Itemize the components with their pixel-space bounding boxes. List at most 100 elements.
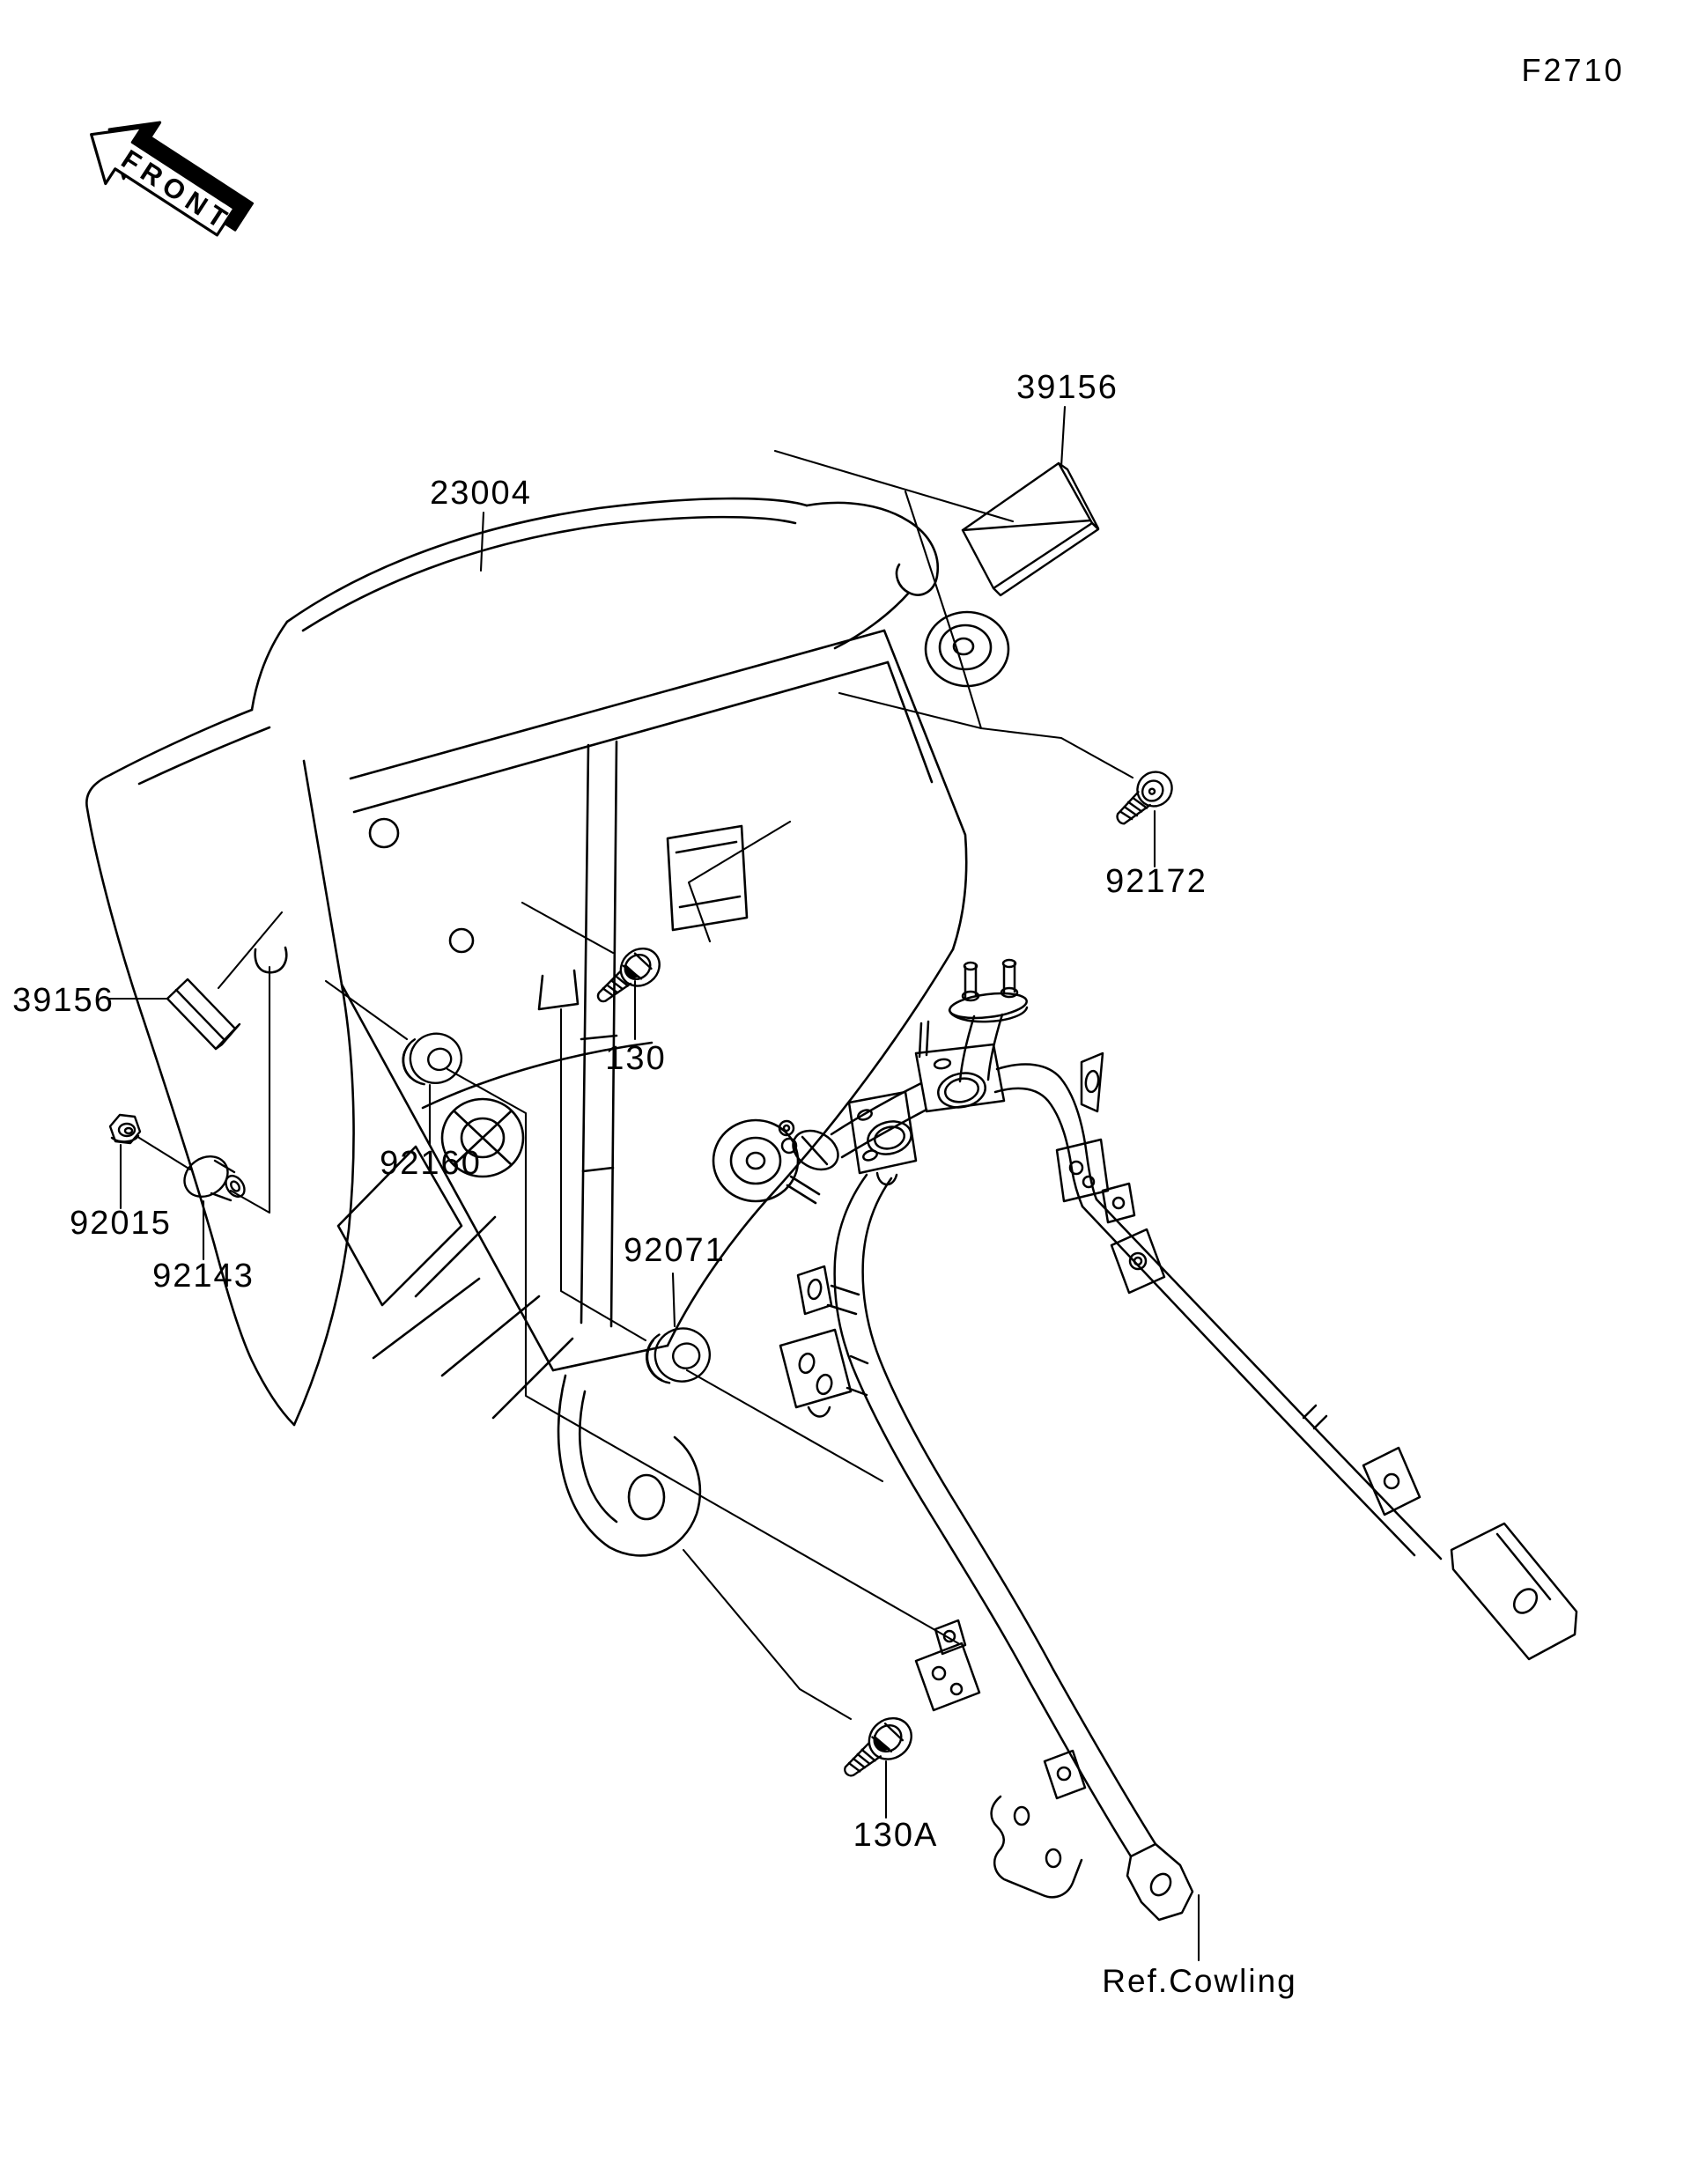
line-art-stroke (581, 1166, 615, 1173)
line-art-stroke (846, 1354, 869, 1397)
line-art-stroke (619, 947, 661, 987)
line-art-stroke (867, 1120, 912, 1155)
line-art-stroke (624, 963, 640, 979)
line-art-stroke (961, 519, 1092, 532)
line-art-stroke (1383, 1472, 1400, 1490)
bolt-130a-drawing (844, 1716, 912, 1777)
line-art-stroke (1116, 791, 1152, 825)
line-art-stroke (137, 726, 271, 786)
part-labels: 23004 39156 92172 130 39156 92015 92143 … (12, 369, 1296, 1999)
line-art-stroke (1141, 779, 1164, 802)
line-art-stroke (949, 1682, 964, 1696)
line-art-stroke (1045, 1848, 1062, 1869)
line-art-stroke (1111, 1196, 1126, 1210)
line-art-stroke (805, 501, 940, 596)
leader-92172-b (838, 691, 983, 730)
line-art-stroke (646, 1347, 656, 1376)
line-art-stroke (440, 1295, 541, 1377)
leader-92015-diag (137, 1136, 192, 1171)
line-art-stroke (580, 743, 590, 1324)
part-label-130: 130 (605, 1040, 666, 1077)
line-art-stroke (427, 1047, 453, 1072)
line-art-stroke (844, 1742, 882, 1777)
headlamp-unit-drawing (85, 497, 1010, 1557)
line-art-stroke (453, 1110, 513, 1166)
line-art-stroke (675, 840, 738, 854)
line-art-stroke (1082, 1175, 1096, 1189)
line-art-stroke (789, 1175, 821, 1196)
screw-92172-drawing (1116, 771, 1173, 825)
bolt-130-drawing (596, 947, 661, 1003)
leader-39156-left-attach (217, 911, 284, 990)
line-art-stroke (1126, 801, 1143, 813)
leader-92172-c (979, 727, 1134, 779)
line-art-stroke (914, 1043, 1006, 1113)
line-art-stroke (654, 1327, 712, 1383)
line-art-stroke (779, 1328, 853, 1409)
leader-39156-upper-attach (773, 449, 1015, 523)
line-art-stroke (633, 952, 653, 970)
part-label-130a: 130A (853, 1817, 939, 1854)
line-art-stroke (624, 954, 652, 980)
line-art-stroke (1027, 1679, 1133, 1858)
line-art-stroke (847, 1090, 918, 1175)
line-art-stroke (606, 984, 619, 994)
line-art-stroke (874, 1125, 905, 1150)
leader-lines (106, 405, 1200, 1962)
line-art-stroke (862, 1149, 878, 1162)
line-art-stroke (1133, 1256, 1143, 1266)
line-art-stroke (873, 1724, 903, 1752)
line-art-stroke (602, 987, 615, 998)
leader-130a-a (682, 1548, 853, 1721)
line-art-stroke (117, 1122, 137, 1138)
line-art-stroke (557, 1374, 702, 1557)
line-art-stroke (183, 1155, 229, 1198)
line-art-stroke (931, 1665, 947, 1681)
line-art-stroke (551, 1344, 669, 1372)
leader-130-a (521, 901, 615, 955)
line-art-stroke (801, 1135, 829, 1166)
line-art-stroke (402, 1050, 411, 1079)
line-art-stroke (302, 759, 343, 986)
line-art-stroke (1495, 1532, 1552, 1601)
line-art-stroke (448, 927, 475, 954)
line-art-stroke (1043, 1749, 1087, 1800)
line-art-stroke (729, 1136, 782, 1185)
leader-23004 (479, 511, 485, 572)
line-art-stroke (491, 1337, 574, 1420)
line-art-stroke (108, 1113, 142, 1145)
line-art-stroke (860, 1748, 876, 1762)
line-art-stroke (349, 629, 886, 780)
line-art-stroke (368, 817, 400, 849)
cowling-bracket-drawing (778, 958, 1578, 1922)
line-art-stroke (340, 983, 555, 1372)
line-art-stroke (1056, 1766, 1072, 1782)
line-art-stroke (1052, 1668, 1157, 1846)
line-art-stroke (609, 740, 618, 1328)
line-art-stroke (958, 1015, 976, 1083)
line-art-stroke (856, 1752, 871, 1766)
line-art-stroke (807, 1278, 823, 1301)
ref-cowling-label: Ref.Cowling (1102, 1963, 1296, 1999)
leader-92071-long (685, 1369, 884, 1483)
line-art-stroke (372, 1277, 481, 1360)
line-art-stroke (1055, 1138, 1110, 1203)
line-art-stroke (1095, 1198, 1443, 1561)
line-art-stroke (214, 1022, 241, 1051)
line-art-stroke (1123, 805, 1139, 817)
line-art-stroke (952, 637, 975, 656)
line-art-stroke (948, 1006, 1029, 1023)
line-art-stroke (963, 961, 978, 971)
line-art-stroke (666, 824, 749, 932)
line-art-stroke (857, 1109, 873, 1121)
part-label-92160: 92160 (380, 1145, 482, 1182)
line-art-stroke (782, 1124, 791, 1133)
line-art-stroke (421, 1041, 654, 1110)
line-art-stroke (440, 1097, 525, 1178)
line-art-stroke (943, 1077, 980, 1103)
leader-92172-a (904, 490, 983, 730)
line-art-stroke (1084, 1069, 1100, 1094)
damper-92160-drawing (402, 1032, 463, 1086)
line-art-stroke (816, 1373, 833, 1396)
line-art-stroke (409, 1032, 463, 1084)
